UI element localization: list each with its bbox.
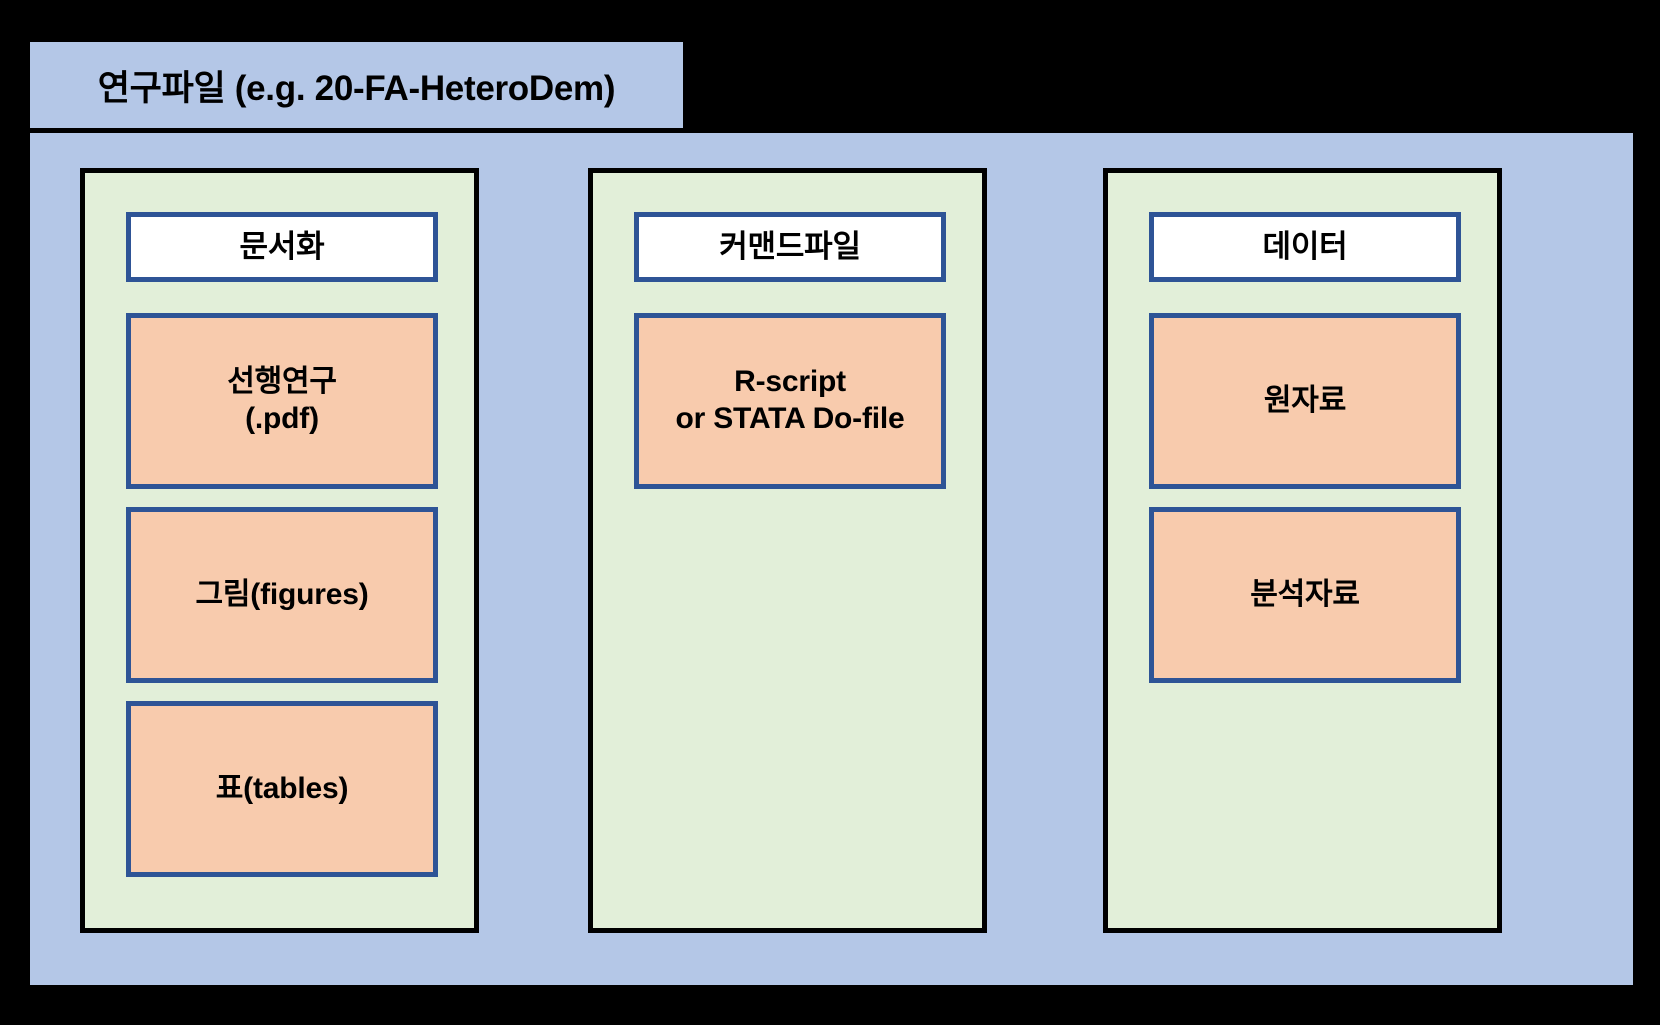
item-tables: 표(tables) (126, 701, 438, 877)
column-header-command-file: 커맨드파일 (634, 212, 946, 282)
item-label: 그림(figures) (195, 577, 369, 611)
column-documentation: 문서화 선행연구 (.pdf) 그림(figures) 표(tables) (80, 168, 479, 933)
item-label: 분석자료 (1250, 577, 1360, 611)
item-prior-research: 선행연구 (.pdf) (126, 313, 438, 489)
research-file-panel: 문서화 선행연구 (.pdf) 그림(figures) 표(tables) 커맨… (30, 133, 1633, 985)
column-header-data: 데이터 (1149, 212, 1461, 282)
item-label: 표(tables) (215, 771, 349, 805)
item-raw-data: 원자료 (1149, 313, 1461, 489)
item-label: 선행연구 (.pdf) (227, 365, 337, 435)
column-command-file: 커맨드파일 R-script or STATA Do-file (588, 168, 987, 933)
page-title: 연구파일 (e.g. 20-FA-HeteroDem) (97, 68, 616, 108)
item-analysis-data: 분석자료 (1149, 507, 1461, 683)
column-header-documentation: 문서화 (126, 212, 438, 282)
research-file-title-tab: 연구파일 (e.g. 20-FA-HeteroDem) (30, 42, 683, 128)
item-figures: 그림(figures) (126, 507, 438, 683)
column-header-label: 문서화 (239, 229, 325, 265)
column-header-label: 데이터 (1262, 229, 1348, 265)
item-label: 원자료 (1263, 383, 1347, 417)
item-r-script-or-stata-do-file: R-script or STATA Do-file (634, 313, 946, 489)
column-header-label: 커맨드파일 (719, 229, 861, 265)
column-data: 데이터 원자료 분석자료 (1103, 168, 1502, 933)
item-label: R-script or STATA Do-file (675, 365, 905, 435)
